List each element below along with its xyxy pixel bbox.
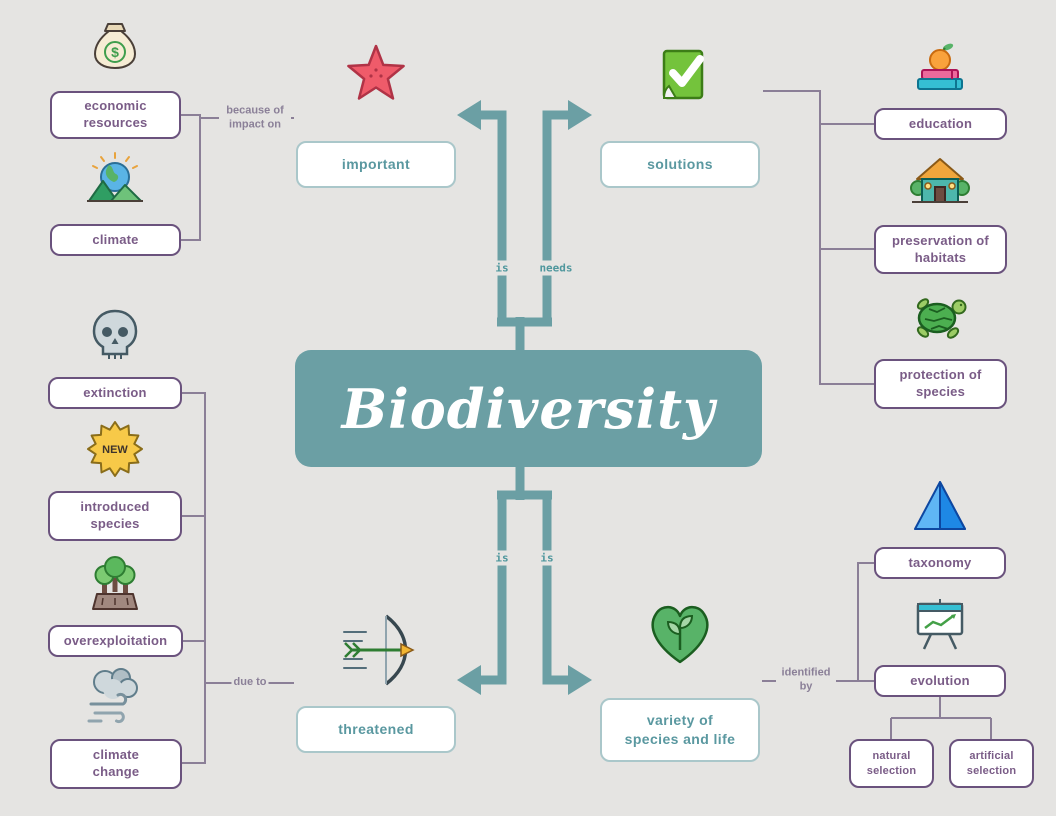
node-variety-label: variety of species and life (624, 712, 736, 747)
turtle-icon[interactable] (909, 287, 971, 349)
node-climate-change[interactable]: climate change (50, 739, 182, 789)
money-bag-icon[interactable]: $ (87, 16, 143, 72)
heart-leaf-icon[interactable] (640, 592, 720, 672)
node-evolution[interactable]: evolution (874, 665, 1006, 697)
node-preservation-label: preservation of habitats (892, 232, 989, 265)
relation-label-identified-by: identified by (776, 665, 836, 695)
node-solutions-label: solutions (647, 156, 713, 173)
earth-climate-icon[interactable] (84, 150, 146, 212)
center-title: Biodiversity (341, 376, 716, 441)
node-threatened-label: threatened (338, 721, 414, 738)
node-extinction-label: extinction (83, 384, 147, 400)
connector-solutions-bracket (763, 90, 874, 385)
dollar-glyph: $ (111, 44, 119, 60)
books-orange-icon[interactable] (911, 40, 969, 98)
node-taxonomy-label: taxonomy (908, 554, 972, 570)
node-natural-selection-label: natural selection (866, 750, 917, 777)
node-important[interactable]: important (296, 141, 456, 188)
node-artificial-selection-label: artificial selection (966, 750, 1017, 777)
node-education-label: education (908, 115, 973, 131)
pyramid-icon[interactable] (911, 477, 969, 535)
node-economic-label: economic resources (83, 98, 148, 130)
arrow-top-fork (481, 110, 568, 350)
center-node-biodiversity[interactable]: Biodiversity (295, 350, 762, 467)
bow-arrow-icon[interactable] (336, 610, 416, 690)
arrowhead-important (457, 100, 481, 130)
arrow-bottom-fork (481, 467, 568, 685)
ballot-check-icon[interactable] (649, 44, 711, 106)
arrowhead-solutions (568, 100, 592, 130)
relation-label-due-to: due to (231, 675, 269, 691)
connector-causes-bracket (181, 114, 294, 241)
new-badge-text: NEW (102, 444, 128, 456)
node-important-label: important (341, 156, 411, 173)
new-badge-icon[interactable]: NEW (86, 420, 144, 478)
edge-label-is-important: is (491, 260, 513, 276)
house-icon[interactable] (909, 150, 971, 212)
connector-identification-bracket (762, 562, 874, 682)
deforestation-icon[interactable] (83, 550, 147, 614)
node-preservation-of-habitats[interactable]: preservation of habitats (874, 225, 1007, 274)
node-protection-label: protection of species (899, 367, 982, 399)
node-evolution-label: evolution (910, 672, 970, 688)
node-economic-resources[interactable]: economic resources (50, 91, 181, 139)
node-natural-selection[interactable]: natural selection (849, 739, 934, 788)
edge-label-needs: needs (535, 260, 577, 276)
node-taxonomy[interactable]: taxonomy (874, 547, 1006, 579)
node-introduced-label: introduced species (80, 499, 150, 531)
presentation-chart-icon[interactable] (911, 597, 969, 655)
connector-evolution-children (890, 697, 992, 739)
relation-label-because-of-impact-on: because of impact on (219, 103, 291, 133)
node-overexploitation[interactable]: overexploitation (48, 625, 183, 657)
node-solutions[interactable]: solutions (600, 141, 760, 188)
node-climate-change-label: climate change (92, 747, 140, 779)
wind-cloud-icon[interactable] (83, 662, 149, 728)
node-overexploitation-label: overexploitation (63, 632, 168, 648)
node-climate[interactable]: climate (50, 224, 181, 256)
node-variety-of-species[interactable]: variety of species and life (600, 698, 760, 762)
node-education[interactable]: education (874, 108, 1007, 140)
connector-threats-bracket (182, 392, 294, 764)
node-threatened[interactable]: threatened (296, 706, 456, 753)
node-introduced-species[interactable]: introduced species (48, 491, 182, 541)
skull-icon[interactable] (86, 306, 144, 364)
node-artificial-selection[interactable]: artificial selection (949, 739, 1034, 788)
arrowhead-threatened (457, 665, 481, 695)
edge-label-is-threatened: is (491, 550, 513, 566)
node-climate-label: climate (92, 231, 139, 247)
starfish-icon[interactable] (345, 42, 407, 104)
node-protection-of-species[interactable]: protection of species (874, 359, 1007, 409)
arrowhead-variety (568, 665, 592, 695)
edge-label-is-variety: is (536, 550, 558, 566)
node-extinction[interactable]: extinction (48, 377, 182, 409)
